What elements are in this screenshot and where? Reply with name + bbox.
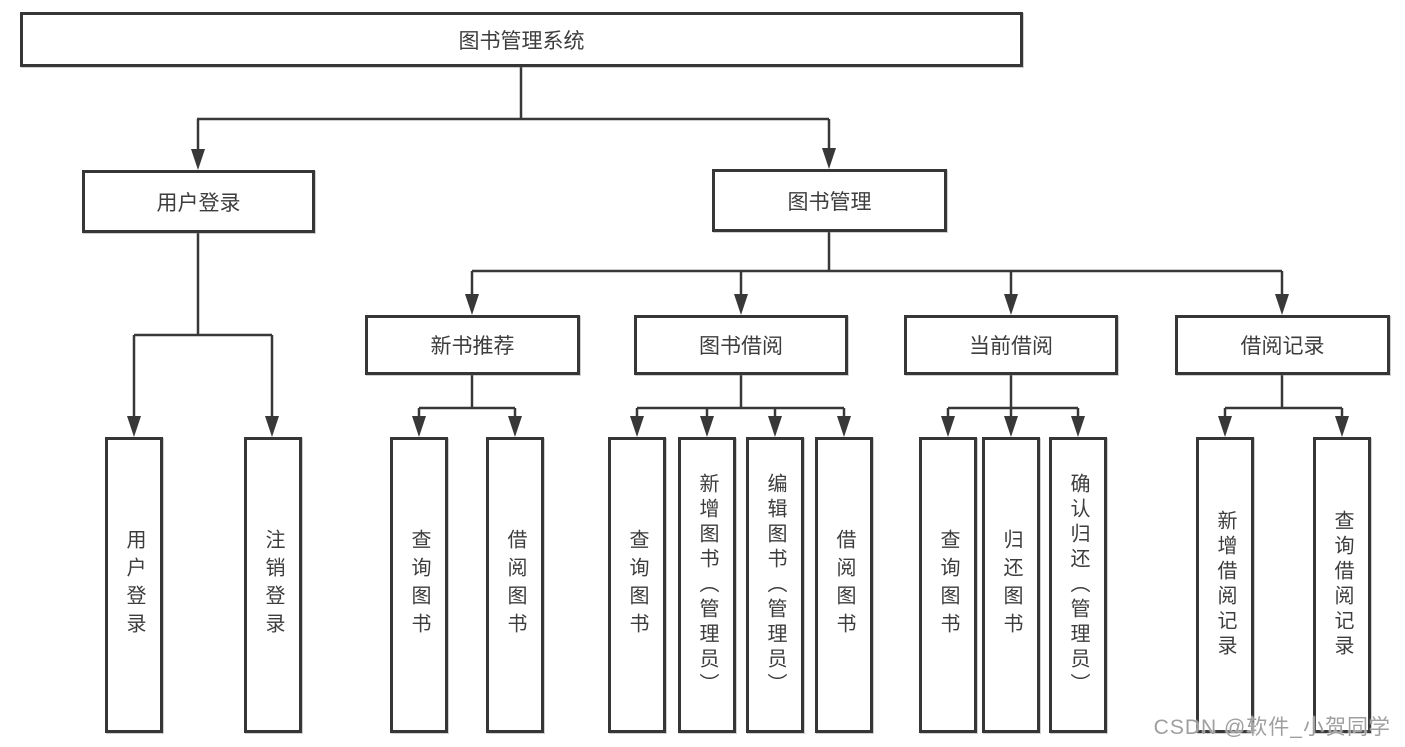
leaf-borrow-books: 借阅图书 <box>815 437 873 733</box>
node-borrow-records: 借阅记录 <box>1175 315 1390 375</box>
leaf-borrow-books-recommend: 借阅图书 <box>486 437 544 733</box>
node-user-login: 用户登录 <box>82 170 315 233</box>
watermark: CSDN @软件_小贺同学 <box>1153 716 1391 739</box>
leaf-return-books: 归还图书 <box>982 437 1040 733</box>
leaf-logout: 注销登录 <box>244 437 302 733</box>
leaf-query-borrow-record: 查询借阅记录 <box>1313 437 1371 733</box>
leaf-add-borrow-record: 新增借阅记录 <box>1196 437 1254 733</box>
leaf-query-books-borrow: 查询图书 <box>608 437 666 733</box>
node-current-borrow: 当前借阅 <box>904 315 1118 375</box>
node-book-borrow: 图书借阅 <box>634 315 848 375</box>
leaf-user-login: 用户登录 <box>105 437 163 733</box>
leaf-add-books-admin: 新增图书（管理员） <box>678 437 736 733</box>
leaf-query-books-current: 查询图书 <box>919 437 977 733</box>
node-new-book-recommend: 新书推荐 <box>365 315 580 375</box>
leaf-query-books-recommend: 查询图书 <box>390 437 448 733</box>
node-book-management: 图书管理 <box>712 169 947 232</box>
leaf-edit-books-admin: 编辑图书（管理员） <box>746 437 804 733</box>
leaf-confirm-return-admin: 确认归还（管理员） <box>1049 437 1107 733</box>
node-library-system: 图书管理系统 <box>20 12 1023 67</box>
